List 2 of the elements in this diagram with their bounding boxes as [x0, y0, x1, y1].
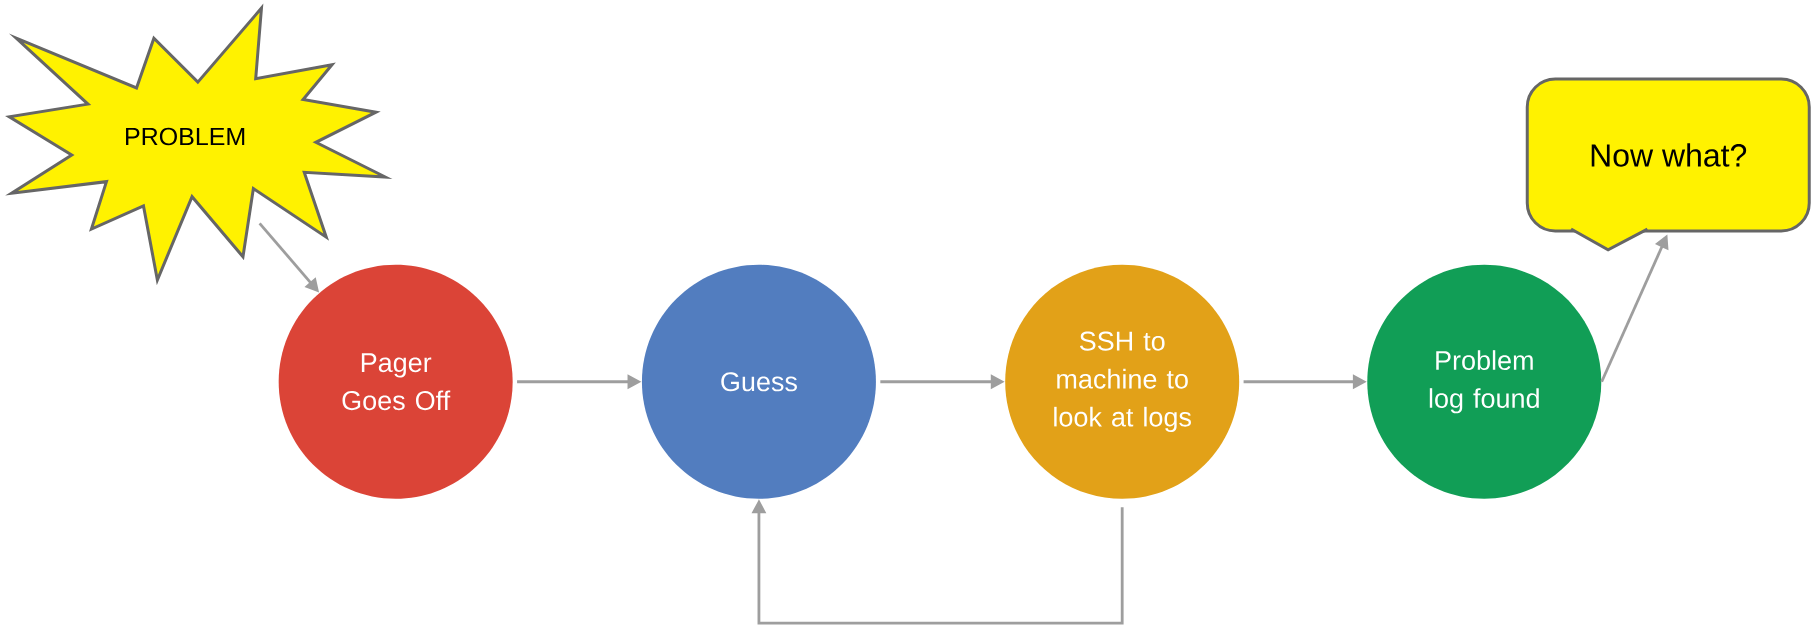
speech-bubble: Now what? — [1525, 77, 1811, 252]
starburst: PROBLEM — [5, 3, 393, 286]
